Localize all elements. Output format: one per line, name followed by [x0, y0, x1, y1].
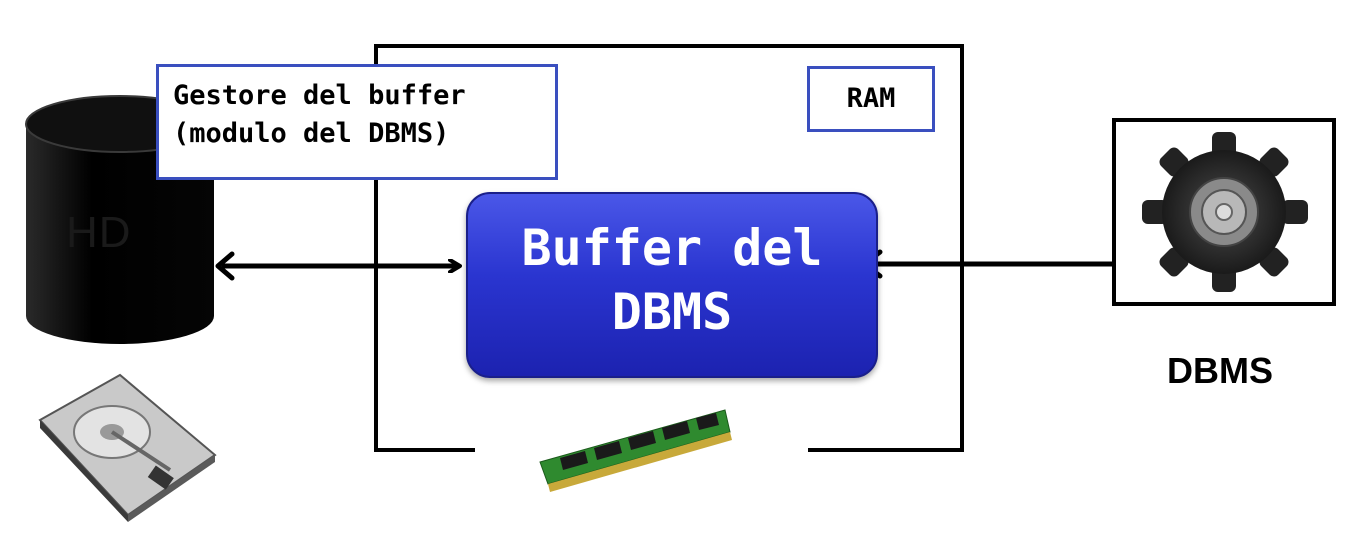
dbms-caption: DBMS — [1167, 350, 1273, 391]
hd-label: HD — [66, 208, 132, 257]
buffer-manager-line2: (modulo del DBMS) — [173, 118, 450, 149]
buffer-line1: Buffer del — [521, 219, 823, 277]
ram-label: RAM — [807, 66, 935, 132]
ram-module-image — [539, 409, 732, 492]
buffer-manager-line1: Gestore del buffer — [173, 80, 466, 111]
dbms-buffer-box: Buffer del DBMS — [466, 192, 878, 378]
buffer-line2: DBMS — [611, 283, 733, 341]
arrow-dbms-buffer — [861, 249, 1112, 279]
buffer-manager-label: Gestore del buffer (modulo del DBMS) — [156, 64, 558, 180]
arrow-hd-buffer — [215, 251, 460, 281]
hard-drive-image — [38, 373, 217, 522]
gear-icon — [1142, 132, 1308, 292]
ram-container — [374, 44, 964, 452]
